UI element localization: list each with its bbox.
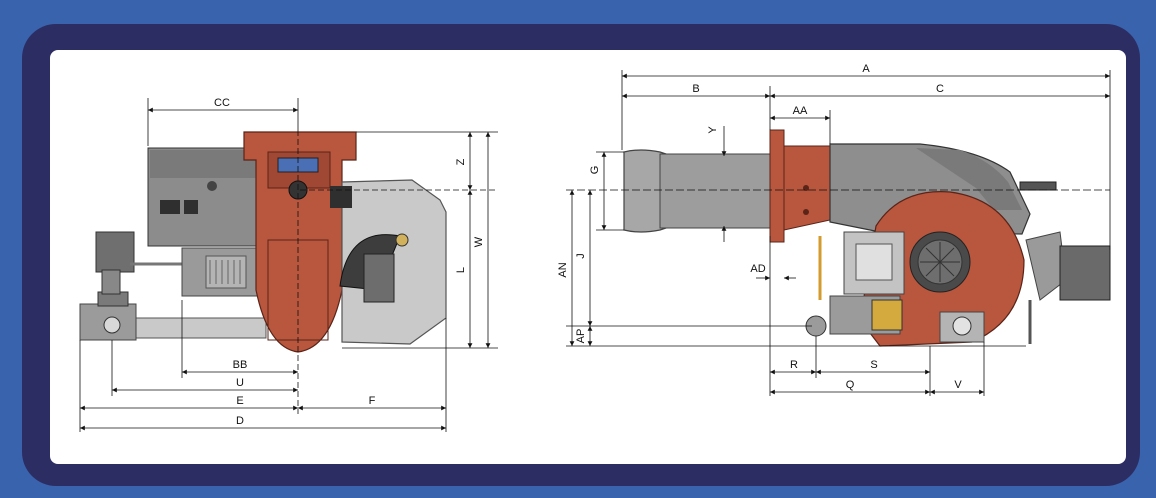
label-L: L [455,267,467,273]
label-Q: Q [846,379,855,391]
label-C: C [936,83,944,95]
label-AN: AN [557,262,569,277]
control-connector [160,200,180,214]
label-CC: CC [214,97,230,109]
label-AA: AA [793,105,808,117]
filter-port [952,316,972,336]
blast-tube-body [659,153,771,229]
label-U: U [236,377,244,389]
label-BB: BB [233,359,248,371]
front-dimensions [79,98,498,432]
label-Y: Y [707,126,719,134]
label-S: S [870,359,877,371]
label-AD: AD [750,263,765,275]
label-B: B [692,83,699,95]
top-handle [1019,181,1057,191]
side-dimension-labels: A B C AA Y G AN J AD AP R S Q V [557,63,962,391]
motor-fins [205,255,247,289]
side-dimensions [566,70,1111,396]
head-bolt [803,185,809,191]
label-D: D [236,415,244,427]
pressure-switch [330,186,352,208]
front-view [79,131,447,353]
label-V: V [954,379,962,391]
head-bolt-2 [803,209,809,215]
servo-motor [363,253,395,303]
mounting-flange [769,129,785,243]
control-connector-2 [184,200,198,214]
regulator-stem [101,269,121,295]
label-Z: Z [455,158,467,165]
casing-shading [916,148,1022,210]
label-W: W [473,236,485,247]
damper-pivot [395,233,409,247]
label-A: A [862,63,870,75]
label-F: F [369,395,376,407]
label-E: E [236,395,243,407]
control-knob [207,181,217,191]
label-J: J [575,253,587,259]
label-R: R [790,359,798,371]
side-servo-motor [1059,245,1111,301]
side-view [623,129,1111,347]
solenoid-valve [871,299,903,331]
gas-regulator [95,231,135,273]
label-G: G [589,166,601,175]
gas-train-valve [855,243,893,281]
control-box-top [150,150,258,178]
valve-port [103,316,121,334]
label-AP: AP [575,329,587,344]
front-dimension-labels: CC Z W L BB U E F D [214,97,485,427]
